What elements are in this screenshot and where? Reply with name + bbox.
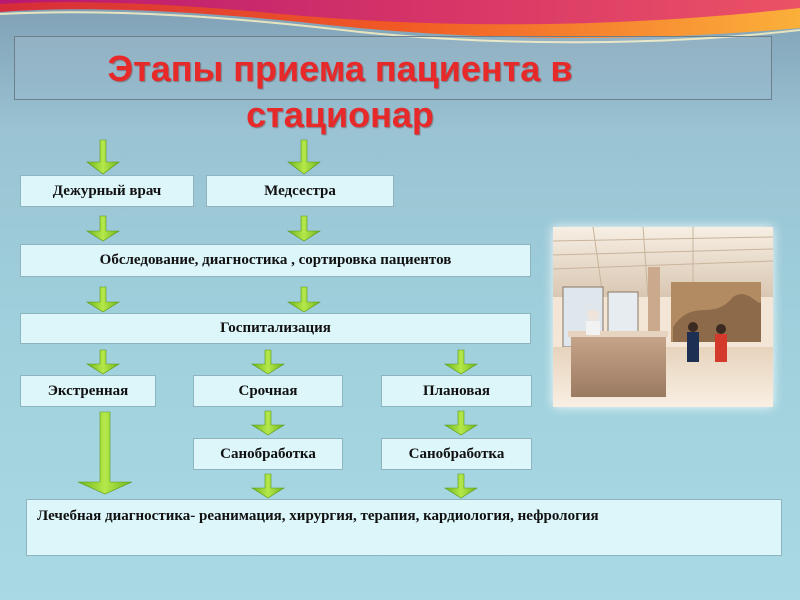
arrow-down xyxy=(77,411,133,495)
arrow-down xyxy=(85,349,121,375)
arrow-down xyxy=(250,349,286,375)
arrow-down xyxy=(250,473,286,499)
emergency-box: Экстренная xyxy=(20,375,156,407)
hospitalization-box: Госпитализация xyxy=(20,313,531,344)
examination-label: Обследование, диагностика , сортировка п… xyxy=(99,252,452,268)
hospitalization-label: Госпитализация xyxy=(220,320,331,336)
sanitation-label-planned: Санобработка xyxy=(408,445,505,462)
sanitation-box-planned: Санобработка xyxy=(381,438,532,470)
arrow-down xyxy=(286,215,322,242)
arrow-down xyxy=(443,410,479,436)
sanitation-box-urgent: Санобработка xyxy=(193,438,343,470)
sanitation-label-urgent: Санобработка xyxy=(220,445,316,462)
top-swoosh-decoration xyxy=(0,0,800,44)
urgent-label: Срочная xyxy=(238,382,298,399)
doctor-on-duty-label: Дежурный врач xyxy=(52,182,162,199)
nurse-label: Медсестра xyxy=(264,182,336,199)
arrow-down xyxy=(85,286,121,313)
arrow-down xyxy=(443,473,479,499)
planned-box: Плановая xyxy=(381,375,532,407)
arrow-down xyxy=(286,286,322,313)
slide-title: Этапы приема пациента в стационар xyxy=(107,48,573,135)
treatment-diagnostics-box: Лечебная диагностика- реанимация, хирург… xyxy=(26,499,782,556)
title-frame xyxy=(14,36,772,100)
emergency-label: Экстренная xyxy=(47,382,129,399)
examination-box: Обследование, диагностика , сортировка п… xyxy=(20,244,531,277)
arrow-down xyxy=(86,139,120,175)
arrow-down xyxy=(287,139,321,175)
hospital-reception-photo xyxy=(553,227,773,407)
arrow-down xyxy=(250,410,286,436)
arrow-down xyxy=(443,349,479,375)
planned-label: Плановая xyxy=(422,382,491,399)
urgent-box: Срочная xyxy=(193,375,343,407)
doctor-on-duty-box: Дежурный врач xyxy=(20,175,194,207)
treatment-diagnostics-label: Лечебная диагностика- реанимация, хирург… xyxy=(37,508,599,524)
arrow-down xyxy=(85,215,121,242)
nurse-box: Медсестра xyxy=(206,175,394,207)
